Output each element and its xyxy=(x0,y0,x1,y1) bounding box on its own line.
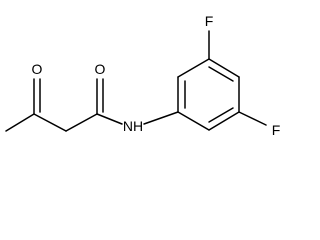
bond-amide-nitrogen xyxy=(96,113,123,125)
ring-bond-3-inner xyxy=(208,66,234,82)
bond-ring-fluorine-bottom xyxy=(238,111,267,126)
atom-labels: F F O O NH xyxy=(32,13,281,138)
bond-methylene-amide xyxy=(65,113,98,132)
structural-formula: F F O O NH xyxy=(5,13,281,138)
bond-ketone-methylene xyxy=(33,113,67,132)
bond-nitrogen-ring xyxy=(143,111,179,125)
bond-lines xyxy=(5,30,267,132)
ring-bond-6 xyxy=(177,111,210,131)
fluorine-bottom-label: F xyxy=(272,122,281,138)
ring-bond-3 xyxy=(208,58,240,78)
ketone-oxygen-label: O xyxy=(32,61,43,77)
bond-methyl-ketone xyxy=(5,113,35,132)
amide-oxygen-label: O xyxy=(95,61,106,77)
fluorine-top-label: F xyxy=(205,13,214,29)
ring-bond-5-inner xyxy=(208,107,234,123)
amide-nitrogen-label: NH xyxy=(123,118,143,134)
ring-bond-5 xyxy=(208,111,240,131)
ring-bond-2 xyxy=(177,58,210,78)
